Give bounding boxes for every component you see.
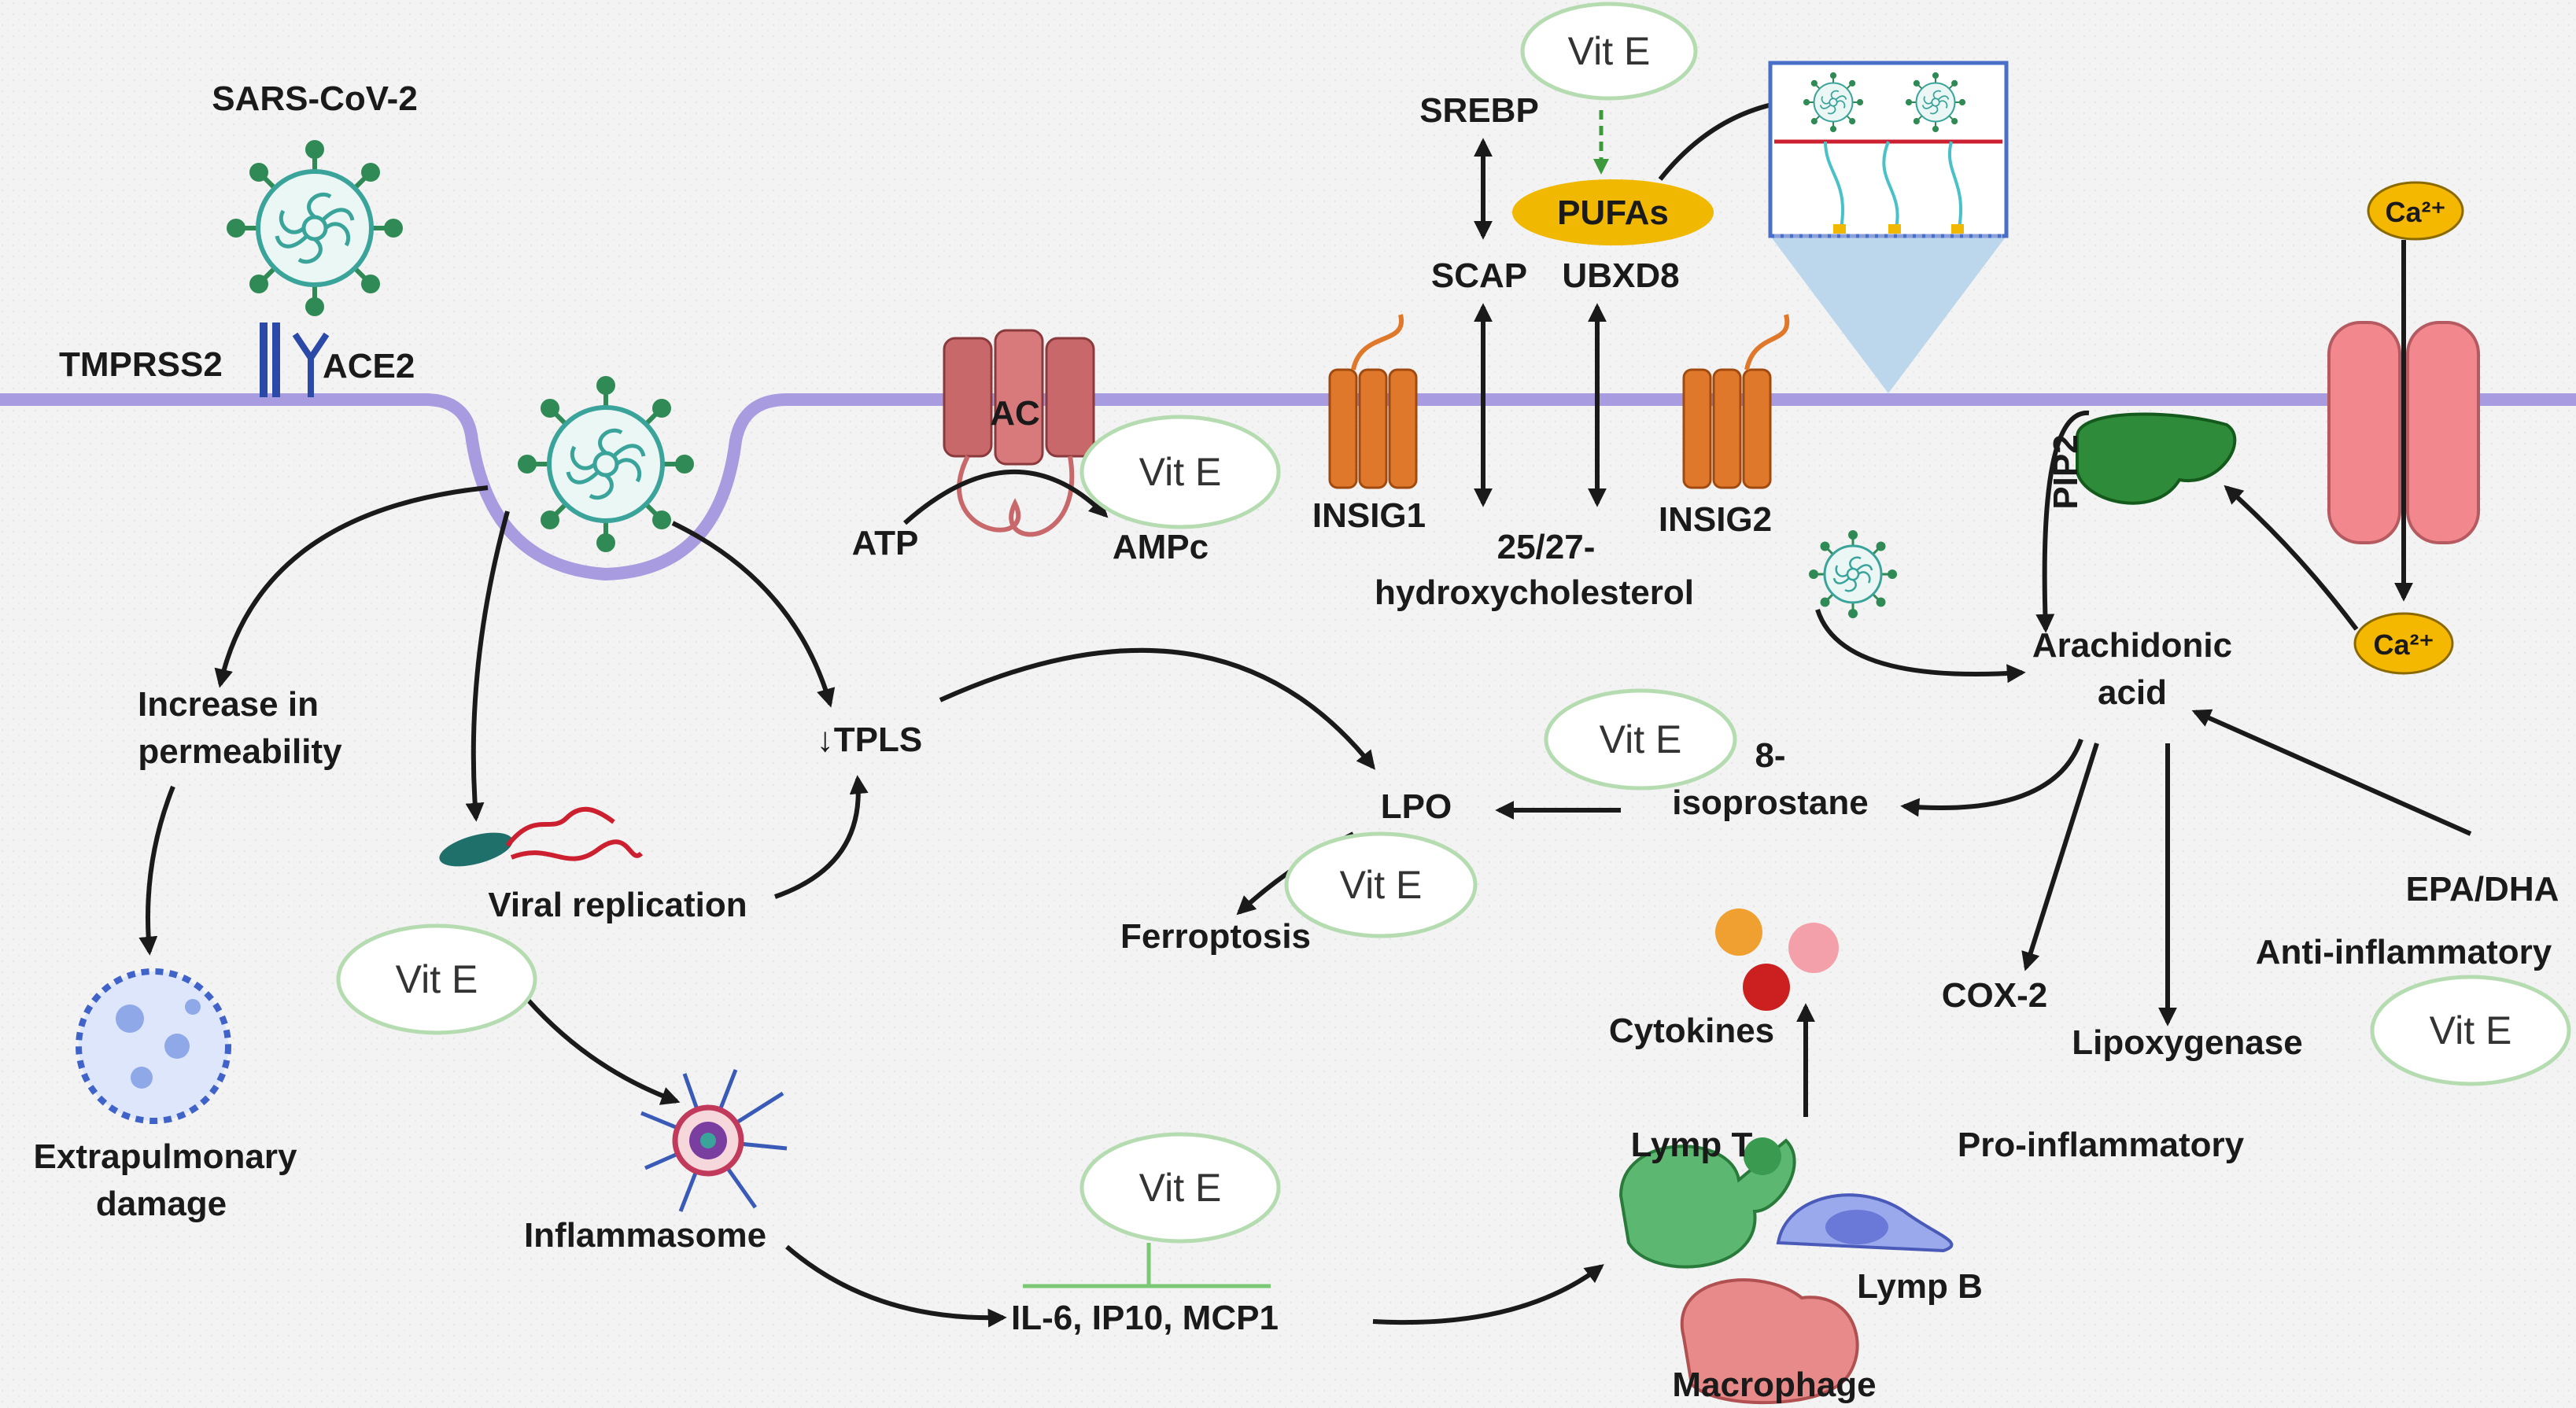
vit-e-bubble-isoprostane: Vit E	[1544, 688, 1737, 791]
label-ace2: ACE2	[323, 347, 415, 385]
arrow-epa-to-arachidonic	[2191, 709, 2472, 836]
label-il6-ip10-mcp1: IL-6, IP10, MCP1	[1011, 1299, 1279, 1337]
label-hydroxycholesterol: hydroxycholesterol	[1375, 573, 1694, 612]
cytokine-dots-icon	[1715, 909, 1839, 1011]
cytoplasm-virus-icon	[1807, 529, 1899, 620]
t-lymphocyte-icon	[1618, 1138, 1796, 1269]
label-lymp-t: Lymp T	[1631, 1126, 1753, 1164]
arrow-inflammasome-to-cytokines	[785, 1244, 1007, 1328]
label-lpo: LPO	[1381, 787, 1452, 826]
inflammasome-icon	[640, 1069, 788, 1212]
arrow-vite-to-inflammasome	[525, 997, 681, 1105]
arrow-arachidonic-to-isoprostane	[1900, 739, 2083, 817]
label-ferroptosis: Ferroptosis	[1120, 917, 1311, 956]
label-macrophage: Macrophage	[1672, 1366, 1876, 1404]
calcium-ion-top	[2367, 181, 2464, 241]
label-isoprostane: isoprostane	[1672, 783, 1868, 822]
calcium-ion-bottom	[2353, 612, 2454, 675]
label-cytokines: Cytokines	[1609, 1012, 1774, 1050]
label-lipoxygenase: Lipoxygenase	[2072, 1023, 2302, 1062]
label-ubxd8: UBXD8	[1562, 256, 1679, 295]
tmprss2-receptor-icon	[260, 323, 280, 397]
arrow-replication-to-tpls	[774, 775, 869, 899]
vit-e-bubble-anti-inflammatory: Vit E	[2370, 975, 2571, 1086]
label-tmprss2: TMPRSS2	[59, 345, 223, 384]
viral-replication-icon	[439, 806, 644, 867]
label-insig2: INSIG2	[1659, 500, 1772, 539]
label-ca-top: Ca²⁺	[2385, 196, 2445, 228]
vit-e-label-ferroptosis: Vit E	[1340, 863, 1423, 907]
arrow-permeability-to-damage	[138, 785, 175, 956]
vit-e-bubble-ac: Vit E	[1079, 415, 1281, 529]
label-insig1: INSIG1	[1312, 496, 1426, 535]
label-damage: damage	[96, 1185, 227, 1223]
insig1-receptor-icon	[1328, 314, 1418, 489]
label-8: 8-	[1755, 736, 1785, 775]
inhibition-bar	[1023, 1243, 1271, 1288]
label-srebp: SREBP	[1419, 91, 1539, 130]
label-pufas: PUFAs	[1557, 194, 1669, 232]
label-scap: SCAP	[1431, 256, 1527, 295]
label-cox2: COX-2	[1942, 976, 2047, 1015]
label-ampc: AMPc	[1113, 528, 1209, 566]
arrow-virus-to-replication	[465, 510, 510, 822]
sars-cov-2-virus-icon	[227, 140, 403, 316]
label-permeability: permeability	[138, 732, 342, 771]
label-ac: AC	[990, 394, 1040, 433]
label-acid: acid	[2098, 673, 2167, 712]
insig2-receptor-icon	[1682, 314, 1790, 489]
ace2-receptor-icon	[292, 332, 330, 397]
endocytosed-virus-icon	[518, 376, 694, 552]
pufas-oval	[1512, 179, 1714, 245]
vit-e-label-isoprostane: Vit E	[1600, 717, 1682, 761]
b-lymphocyte-nucleus	[1825, 1210, 1888, 1244]
vit-e-label-cytokines: Vit E	[1139, 1166, 1222, 1210]
arrow-atp-to-ampc	[903, 470, 1109, 525]
label-arachidonic: Arachidonic	[2032, 626, 2232, 665]
arrow-cytokines-to-lymphocytes	[1372, 1264, 1604, 1325]
label-lymp-b: Lymp B	[1857, 1267, 1983, 1306]
vit-e-label-ac: Vit E	[1139, 450, 1222, 494]
plc-enzyme-icon	[2076, 412, 2237, 505]
label-pro-inflammatory: Pro-inflammatory	[1958, 1126, 2245, 1164]
label-increase-in: Increase in	[138, 685, 319, 724]
vit-e-bubble-cytokines: Vit E	[1079, 1132, 1281, 1244]
t-lymphocyte-nucleus	[1744, 1137, 1781, 1175]
arrow-calcium-to-plc	[2224, 485, 2359, 631]
label-atp: ATP	[852, 524, 919, 562]
vit-e-bubble-top: Vit E	[1520, 2, 1698, 101]
vit-e-label-anti-inflammatory: Vit E	[2430, 1008, 2512, 1052]
label-extrapulmonary: Extrapulmonary	[34, 1137, 298, 1176]
arrow-virus-to-permeability	[214, 485, 489, 688]
label-tpls: ↓TPLS	[817, 721, 922, 759]
arrow-tpls-to-lpo	[939, 647, 1375, 770]
calcium-channel-icon	[2327, 321, 2480, 544]
damaged-cell-icon	[76, 968, 231, 1124]
label-inflammasome: Inflammasome	[524, 1216, 766, 1255]
membrane-inset-icon	[1768, 61, 2009, 393]
label-anti-inflammatory: Anti-inflammatory	[2256, 933, 2552, 971]
arrow-pip2-to-arachidonic	[2035, 410, 2090, 633]
arrow-arachidonic-to-cox2	[2021, 743, 2099, 971]
arrow-virus-to-tpls	[671, 521, 836, 708]
vit-e-label-top: Vit E	[1568, 29, 1651, 73]
label-viral-replication: Viral replication	[488, 886, 747, 924]
vit-e-bubble-inflammasome: Vit E	[336, 923, 537, 1035]
vit-e-bubble-ferroptosis: Vit E	[1284, 831, 1478, 938]
cell-membrane	[0, 393, 2576, 581]
label-ca-bottom: Ca²⁺	[2373, 628, 2434, 661]
arrow-virus-to-arachidonic	[1815, 609, 2026, 684]
vit-e-label-inflammasome: Vit E	[396, 957, 478, 1001]
label-sars-cov-2: SARS-CoV-2	[212, 79, 418, 118]
macrophage-icon	[1680, 1278, 1859, 1405]
adenylyl-cyclase-icon	[943, 329, 1095, 537]
inset-virus-icon-2	[1904, 71, 1967, 134]
label-25-27: 25/27-	[1497, 528, 1596, 566]
inset-virus-icon-1	[1802, 71, 1865, 134]
label-epa-dha: EPA/DHA	[2406, 870, 2559, 909]
